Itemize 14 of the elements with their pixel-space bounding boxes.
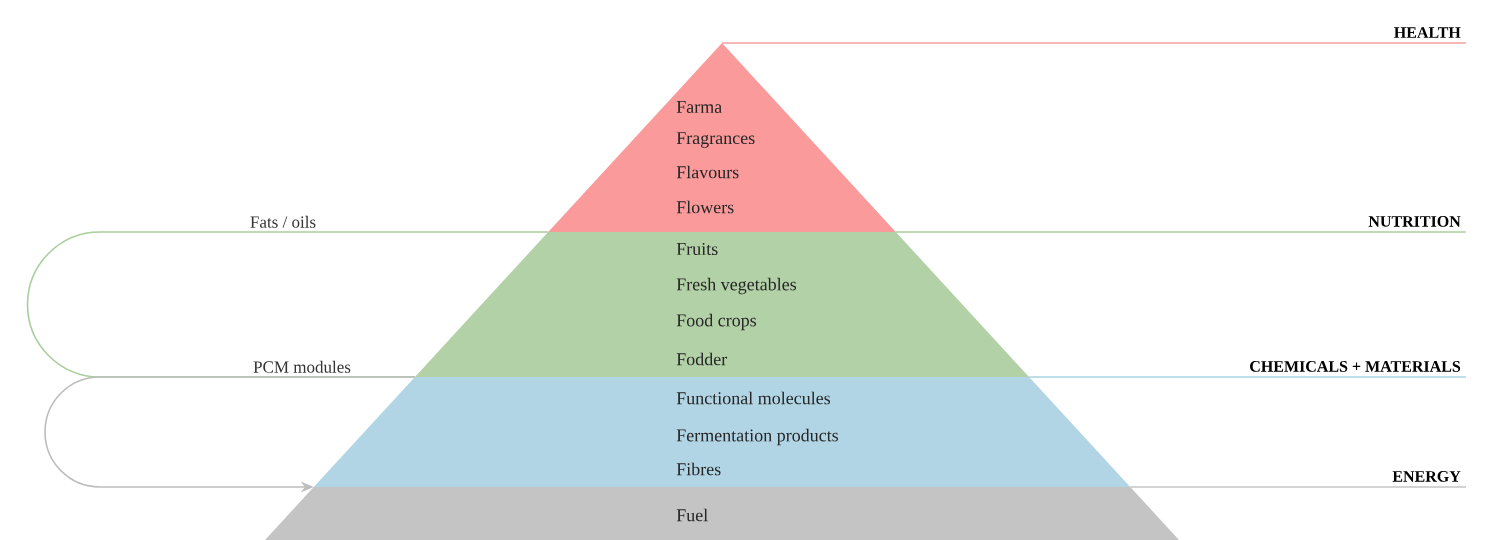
level-label: NUTRITION — [1368, 216, 1461, 227]
connector-line — [895, 231, 1467, 233]
level-label: CHEMICALS + MATERIALS — [1250, 361, 1461, 372]
level-label: HEALTH — [1394, 27, 1461, 38]
edge-label: PCM modules — [251, 358, 353, 375]
pyramid-band: Fuel — [265, 487, 1179, 540]
connector-line — [1028, 376, 1467, 378]
connector-line — [1129, 486, 1467, 488]
connector-line — [721, 42, 1467, 44]
pyramid-band: Fruits Fresh vegetables Food crops Fodder — [414, 232, 1030, 377]
edge-label: Fats / oils — [247, 213, 319, 230]
pyramid-band: Farma Fragrances Flavours Flowers — [548, 43, 896, 232]
pyramid-band: Functional molecules Fermentation products Fibres — [313, 377, 1131, 487]
level-label: ENERGY — [1392, 471, 1461, 482]
